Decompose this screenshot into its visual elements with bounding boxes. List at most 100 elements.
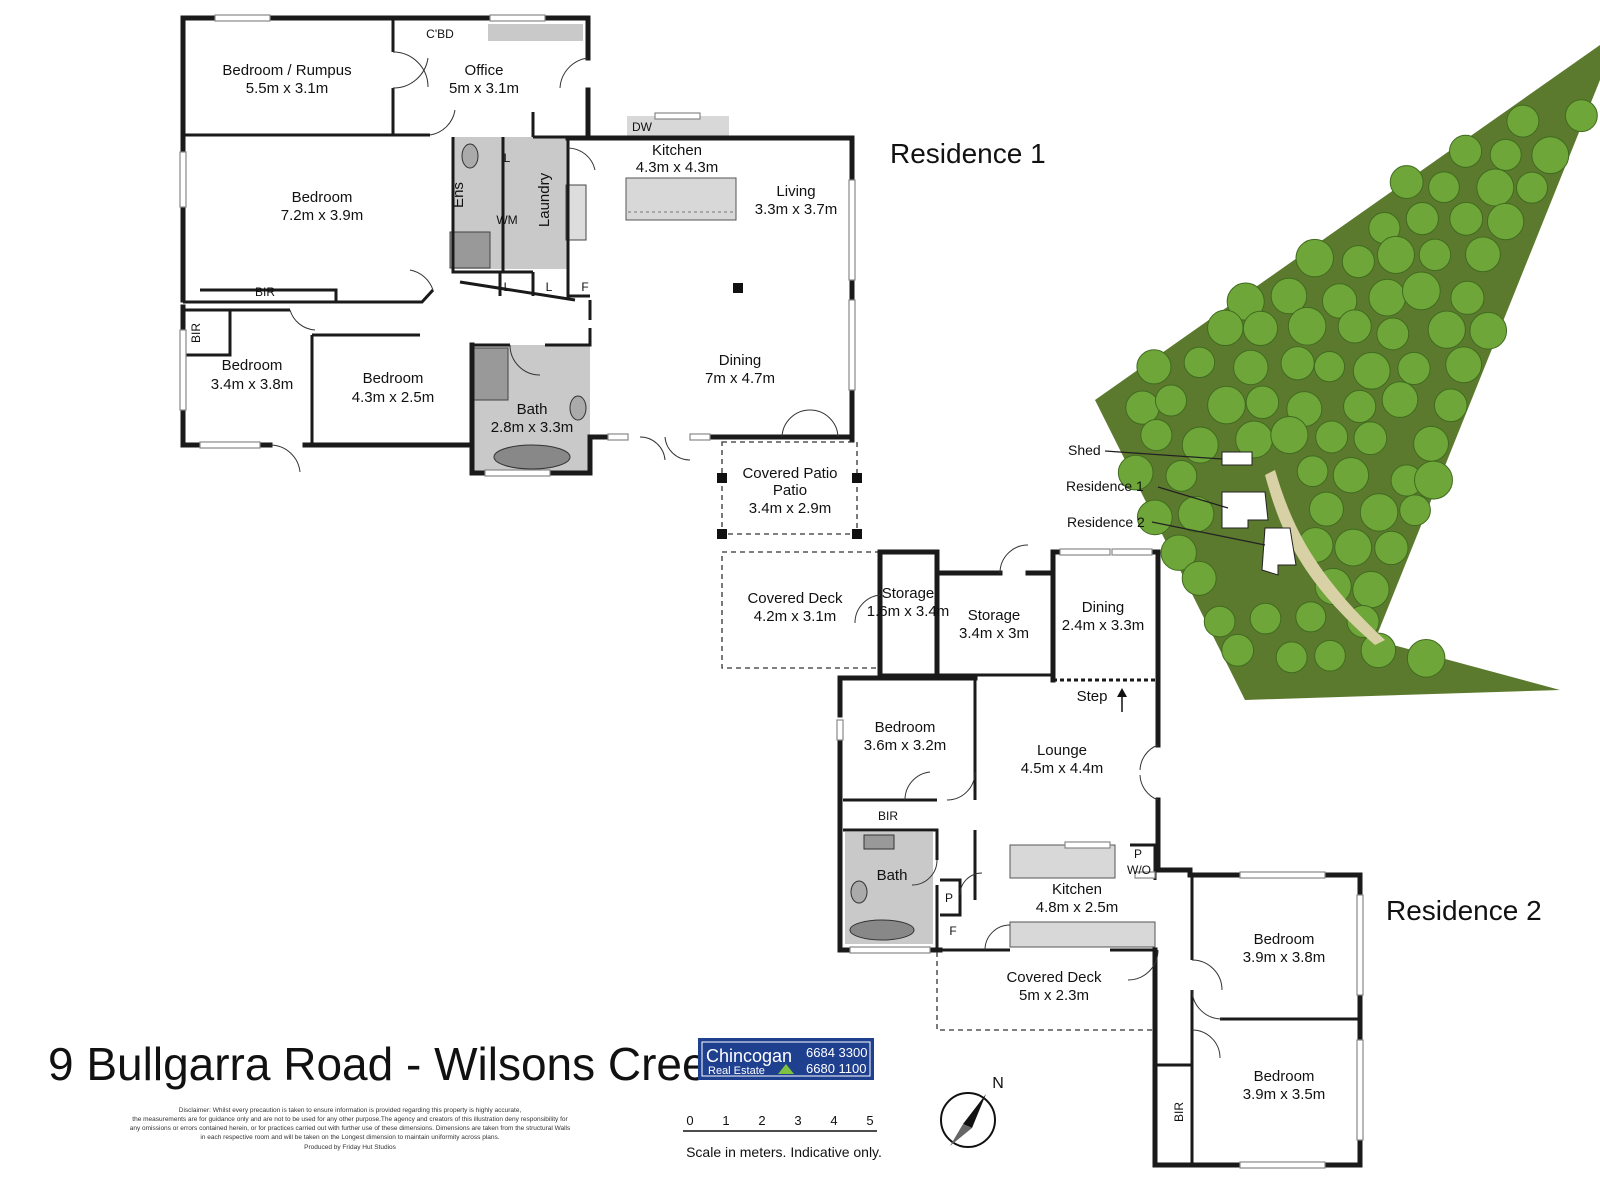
bathtub [493,444,571,470]
room-name-covered-deck-bottom: Covered Deck [1006,969,1102,986]
room-dim-bedroom-main: 7.2m x 3.9m [281,207,364,224]
room-dim-bedroom-sw: 3.4m x 3.8m [211,376,294,393]
disclaimer-block: Disclaimer: Whilst every precaution is t… [130,1107,571,1151]
room-name-bedroom-w: Bedroom [875,719,936,736]
tree [1389,165,1424,200]
scale-tick: 3 [794,1113,801,1128]
tree [1177,495,1215,533]
compass-north-label: N [992,1075,1004,1092]
tree [1469,311,1508,350]
room-name-dining: Dining [719,352,762,369]
tree [1450,280,1485,315]
room-name-kitchen2: Kitchen [1052,881,1102,898]
tree [1486,202,1525,241]
room-name-lounge: Lounge [1037,742,1087,759]
scale-bar: 0 1 2 3 4 5 Scale in meters. Indicative … [683,1113,882,1160]
room-name-bedroom-main: Bedroom [292,189,353,206]
tree [1136,349,1172,385]
tree [1314,639,1346,672]
room-name-living: Living [776,183,815,200]
room-name-wm: WM [496,213,517,227]
laundry-floor [533,137,568,269]
tree [1154,384,1188,417]
room-name-laundry: Laundry [536,172,553,227]
tree [1465,236,1501,273]
scale-tick: 1 [722,1113,729,1128]
tree [1334,528,1373,567]
tree [1413,425,1449,462]
tree [1233,349,1269,386]
room-dim-storage-small: 1.6m x 3.4m [867,603,950,620]
tree [1270,415,1309,455]
room-name-l1: L [504,151,511,165]
room-dim-dining2: 2.4m x 3.3m [1062,617,1145,634]
tree [1295,601,1327,633]
tree [1353,421,1388,456]
site-label-residence2: Residence 2 [1067,514,1145,530]
tree [1399,494,1431,527]
room-name-patio: Covered Patio [742,465,837,482]
bath2-tub [849,919,915,941]
kitchen-bench-top [627,116,729,136]
driveway [1265,470,1385,645]
tree [1368,278,1407,317]
tree [1516,171,1549,204]
room-name-storage: Storage [968,607,1021,624]
room-dim-storage: 3.4m x 3m [959,625,1029,642]
room-name-bedroom-rumpus: Bedroom / Rumpus [222,62,351,79]
room-dim-bath: 2.8m x 3.3m [491,419,574,436]
compass: N [940,1075,1004,1148]
room-name-f2: F [949,924,956,938]
cooktop-bench [565,184,587,241]
disclaimer-line: Disclaimer: Whilst every precaution is t… [179,1107,522,1114]
room-name-p2: P [1134,847,1142,861]
tree [1445,346,1483,384]
tree [1381,381,1419,418]
tree [1476,168,1515,207]
room-name-ensuite: Ens [450,182,467,208]
tree [1337,309,1372,344]
tree [1427,310,1466,349]
tree [1165,460,1198,492]
site-label-shed: Shed [1068,442,1101,458]
room-dim-dining: 7m x 4.7m [705,370,775,387]
tree [1242,310,1279,347]
room-name-bedroom-ne: Bedroom [1254,931,1315,948]
room-name-bedroom-se: Bedroom [1254,1068,1315,1085]
tree [1207,385,1246,425]
tree [1295,238,1334,278]
tree [1183,346,1216,379]
residence1-leader [1157,486,1229,509]
shower [449,231,491,269]
tree [1249,602,1282,635]
bath-shower [472,347,509,401]
toilet-bath [569,395,587,421]
tree [1181,560,1217,596]
covered-patio-outline [721,441,858,535]
room-name-dining2: Dining [1082,599,1125,616]
tree [1359,493,1399,532]
tree-canopy [1117,99,1598,678]
disclaimer-line: any omissions or errors contained herein… [130,1125,571,1132]
tree [1489,138,1522,171]
room-name-l2: L [504,280,511,294]
room-dim-bedroom-rumpus: 5.5m x 3.1m [246,80,329,97]
room-name-p1: P [945,891,953,905]
room-name-storage-small: Storage [882,585,935,602]
tree [1275,641,1308,674]
tree [1136,499,1173,536]
room-name-office: Office [465,62,504,79]
tree [1245,385,1280,420]
agency-logo: Chincogan Real Estate 6684 3300 6680 110… [698,1038,874,1080]
scale-tick: 0 [686,1113,693,1128]
office-bench [488,24,583,41]
residence-1-plan: Bedroom / Rumpus 5.5m x 3.1m C'BD Office… [179,14,1046,539]
room-name-l3: L [546,280,553,294]
tree [1352,570,1390,609]
room-dim-covered-deck-bottom: 5m x 2.3m [1019,987,1089,1004]
residence1-heading: Residence 1 [890,138,1046,169]
toilet [461,143,479,169]
room-dim-bedroom-w: 3.6m x 3.2m [864,737,947,754]
residence-2-plan: Covered Deck 4.2m x 3.1m Storage 1.6m x … [721,544,1542,1169]
tree [1308,491,1344,527]
